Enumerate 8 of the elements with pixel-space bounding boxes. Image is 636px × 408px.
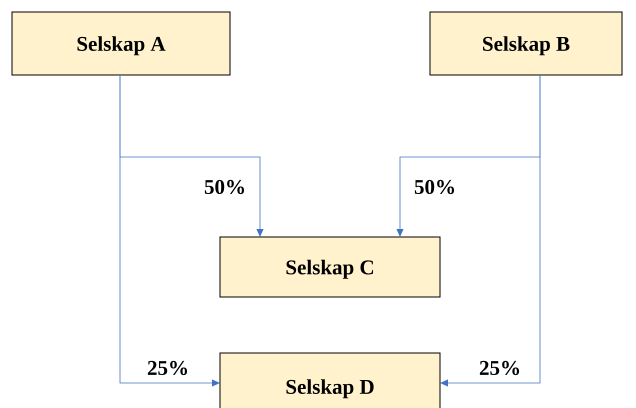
percentage-label: 50% [204, 180, 244, 194]
percentage-label: 50% [414, 180, 454, 194]
company-box: Selskap B [430, 12, 622, 76]
company-box: Selskap C [220, 236, 440, 298]
percentage-label: 25% [148, 360, 188, 376]
company-box: Selskap D [220, 352, 440, 408]
company-box: Selskap A [12, 12, 230, 76]
percentage-label: 25% [480, 360, 520, 376]
